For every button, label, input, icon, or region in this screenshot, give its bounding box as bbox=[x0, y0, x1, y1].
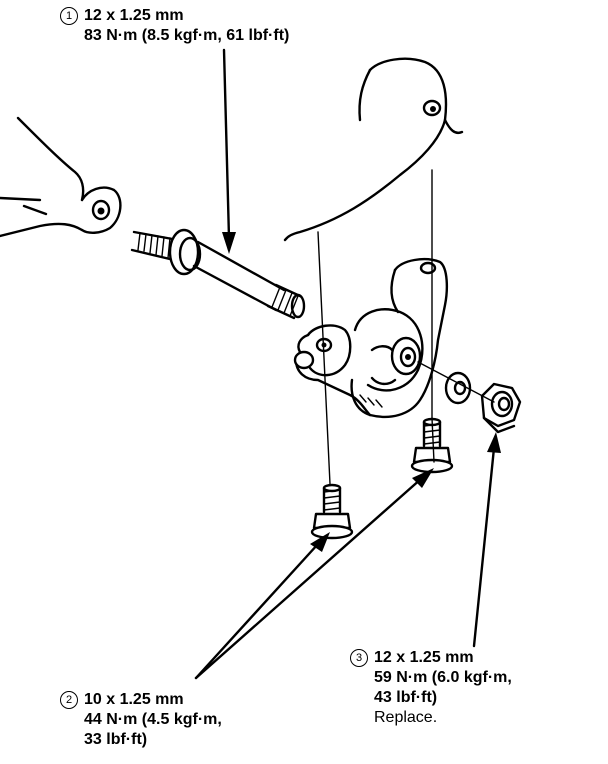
callout-number-3: 3 bbox=[350, 649, 368, 667]
callout-3-torque: 59 N·m (6.0 kgf·m, bbox=[374, 669, 512, 686]
lower-arm bbox=[0, 116, 122, 238]
bolt-2-left bbox=[310, 483, 354, 540]
callout-3-torque-cont: 43 lbf·ft) bbox=[374, 689, 438, 706]
assembly-axis-lines bbox=[317, 169, 495, 485]
knuckle-lower-body bbox=[293, 258, 449, 419]
bolt-1-long bbox=[130, 228, 306, 320]
callout-3-size: 12 x 1.25 mm bbox=[374, 649, 474, 666]
callout-2-size: 10 x 1.25 mm bbox=[84, 691, 184, 708]
callout-1-torque: 83 N·m (8.5 kgf·m, 61 lbf·ft) bbox=[84, 27, 290, 44]
callout-number-1: 1 bbox=[60, 7, 78, 25]
callout-2-torque-cont: 33 lbf·ft) bbox=[84, 731, 148, 748]
callout-number-2: 2 bbox=[60, 691, 78, 709]
callout-3-note: Replace. bbox=[374, 709, 438, 726]
knuckle-upper-arm bbox=[283, 57, 464, 242]
leader-arrow-2a bbox=[194, 532, 330, 680]
callout-1-bolt-spec: 1 12 x 1.25 mm 83 N·m (8.5 kgf·m, 61 lbf·… bbox=[60, 6, 289, 46]
leader-arrow-3 bbox=[472, 432, 501, 648]
callout-3-nut-spec: 3 12 x 1.25 mm 59 N·m (6.0 kgf·m, 43 lbf·… bbox=[350, 648, 512, 728]
callout-1-size: 12 x 1.25 mm bbox=[84, 7, 184, 24]
callout-2-bolt-spec: 2 10 x 1.25 mm 44 N·m (4.5 kgf·m, 33 lbf·… bbox=[60, 690, 222, 750]
nut-3-self-locking bbox=[480, 382, 522, 434]
leader-arrow-1 bbox=[222, 48, 236, 254]
leader-arrow-2b bbox=[194, 468, 434, 680]
callout-2-torque: 44 N·m (4.5 kgf·m, bbox=[84, 711, 222, 728]
